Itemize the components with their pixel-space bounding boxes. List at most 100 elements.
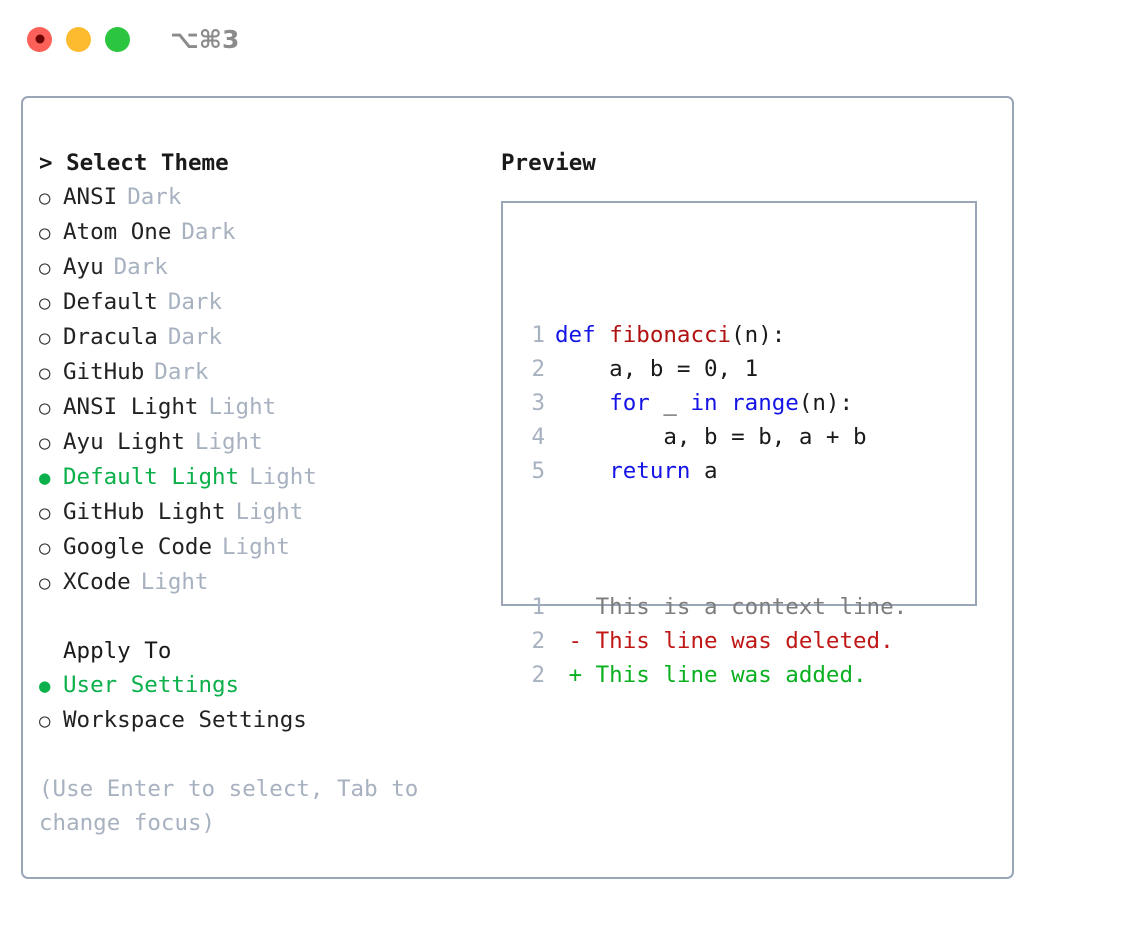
diff-line: 1 This is a context line. [521, 590, 907, 624]
radio-unselected-icon[interactable]: ○ [39, 222, 51, 244]
radio-unselected-icon[interactable]: ○ [39, 397, 51, 419]
window-shortcut-label: ⌥⌘3 [170, 24, 240, 54]
radio-unselected-icon[interactable]: ○ [39, 572, 51, 594]
code-line-number: 5 [531, 458, 545, 484]
radio-unselected-icon[interactable]: ○ [39, 432, 51, 454]
code-line: 2 a, b = 0, 1 [521, 352, 907, 386]
code-token-kw: for [609, 390, 650, 416]
theme-name: GitHub Light [63, 499, 226, 525]
theme-name: Atom One [63, 219, 172, 245]
theme-list-item[interactable]: ○ ANSI Dark [39, 180, 469, 215]
theme-name: Google Code [63, 534, 213, 560]
radio-unselected-icon[interactable]: ○ [39, 710, 51, 732]
code-token-plain [555, 390, 609, 416]
radio-unselected-icon[interactable]: ○ [39, 362, 51, 384]
diff-line-number: 2 [531, 628, 545, 654]
traffic-lights [27, 26, 130, 52]
theme-variant-tag: Dark [181, 219, 236, 245]
code-token-plain: (n): [798, 390, 854, 416]
theme-variant-tag: Light [140, 569, 209, 595]
radio-unselected-icon[interactable]: ○ [39, 537, 51, 559]
radio-unselected-icon[interactable]: ○ [39, 502, 51, 524]
minimize-button[interactable] [66, 26, 91, 52]
apply-to-item[interactable]: ● User Settings [39, 668, 469, 703]
code-line: 3 for _ in range(n): [521, 386, 907, 420]
theme-variant-tag: Dark [167, 289, 223, 315]
theme-variant-tag: Light [208, 394, 277, 420]
theme-list-item[interactable]: ○ Ayu Light Light [39, 425, 469, 460]
diff-line: 2 - This line was deleted. [521, 624, 907, 658]
apply-to-label: User Settings [63, 672, 240, 698]
theme-variant-tag: Dark [127, 184, 182, 210]
code-token-plain: a, b = 0, 1 [555, 356, 759, 382]
code-token-kw: in [690, 390, 718, 416]
theme-variant-tag: Light [194, 429, 263, 455]
window-titlebar: ⌥⌘3 [0, 0, 1140, 78]
diff-line-text: - This line was deleted. [555, 628, 894, 654]
theme-picker-heading: > Select Theme [39, 150, 229, 176]
theme-variant-tag: Light [249, 464, 317, 490]
diff-lines: 1 This is a context line.2 - This line w… [521, 590, 907, 692]
theme-variant-tag: Light [222, 534, 290, 560]
close-button[interactable] [27, 26, 52, 52]
theme-name: ANSI [63, 184, 118, 210]
theme-name: Dracula [63, 324, 158, 350]
theme-list-item[interactable]: ○ GitHub Light Light [39, 495, 469, 530]
maximize-button[interactable] [105, 26, 130, 52]
code-token-plain [718, 390, 732, 416]
radio-unselected-icon[interactable]: ○ [39, 292, 51, 314]
theme-variant-tag: Dark [167, 324, 223, 350]
theme-name: XCode [63, 569, 131, 595]
radio-unselected-icon[interactable]: ○ [39, 327, 51, 349]
theme-list-item[interactable]: ○ Atom One Dark [39, 215, 469, 250]
code-line-number: 3 [531, 390, 545, 416]
radio-unselected-icon[interactable]: ○ [39, 187, 51, 209]
diff-line-number: 2 [531, 662, 545, 688]
theme-list-item[interactable]: ○ Dracula Dark [39, 320, 469, 355]
theme-list-item[interactable]: ● Default Light Light [39, 460, 469, 495]
theme-variant-tag: Dark [113, 254, 168, 280]
code-line-number: 2 [531, 356, 545, 382]
apply-to-item[interactable]: ○ Workspace Settings [39, 703, 469, 738]
theme-list-item[interactable]: ○ Google Code Light [39, 530, 469, 565]
theme-variant-tag: Light [235, 499, 304, 525]
radio-selected-icon[interactable]: ● [39, 467, 51, 489]
diff-line-text: + This line was added. [555, 662, 867, 688]
theme-list-item[interactable]: ○ XCode Light [39, 565, 469, 600]
theme-list-item[interactable]: ○ Ayu Dark [39, 250, 469, 285]
apply-to-heading: Apply To [63, 638, 172, 664]
code-line: 4 a, b = b, a + b [521, 420, 907, 454]
keyboard-hint-text: (Use Enter to select, Tab to change focu… [39, 776, 432, 836]
theme-variant-tag: Dark [154, 359, 209, 385]
code-token-kw: range [731, 390, 799, 416]
radio-unselected-icon[interactable]: ○ [39, 257, 51, 279]
code-token-kw: def [555, 322, 610, 348]
apply-to-list: ● User Settings ○ Workspace Settings [39, 668, 469, 738]
theme-name: Default [63, 289, 158, 315]
apply-to-label: Workspace Settings [63, 707, 307, 733]
code-token-plain: a, b = b, a + b [555, 424, 867, 450]
code-token-plain: (n): [731, 322, 786, 348]
code-line-number: 1 [531, 322, 545, 348]
theme-name: ANSI Light [63, 394, 199, 420]
diff-line-text: This is a context line. [555, 594, 908, 620]
theme-list-item[interactable]: ○ ANSI Light Light [39, 390, 469, 425]
theme-name: Default Light [63, 464, 240, 490]
code-line-number: 4 [531, 424, 545, 450]
theme-name: Ayu Light [63, 429, 185, 455]
preview-heading: Preview [501, 150, 596, 176]
theme-name: Ayu [63, 254, 104, 280]
section-spacer [39, 600, 469, 634]
theme-list-item[interactable]: ○ Default Dark [39, 285, 469, 320]
radio-selected-icon[interactable]: ● [39, 675, 51, 697]
